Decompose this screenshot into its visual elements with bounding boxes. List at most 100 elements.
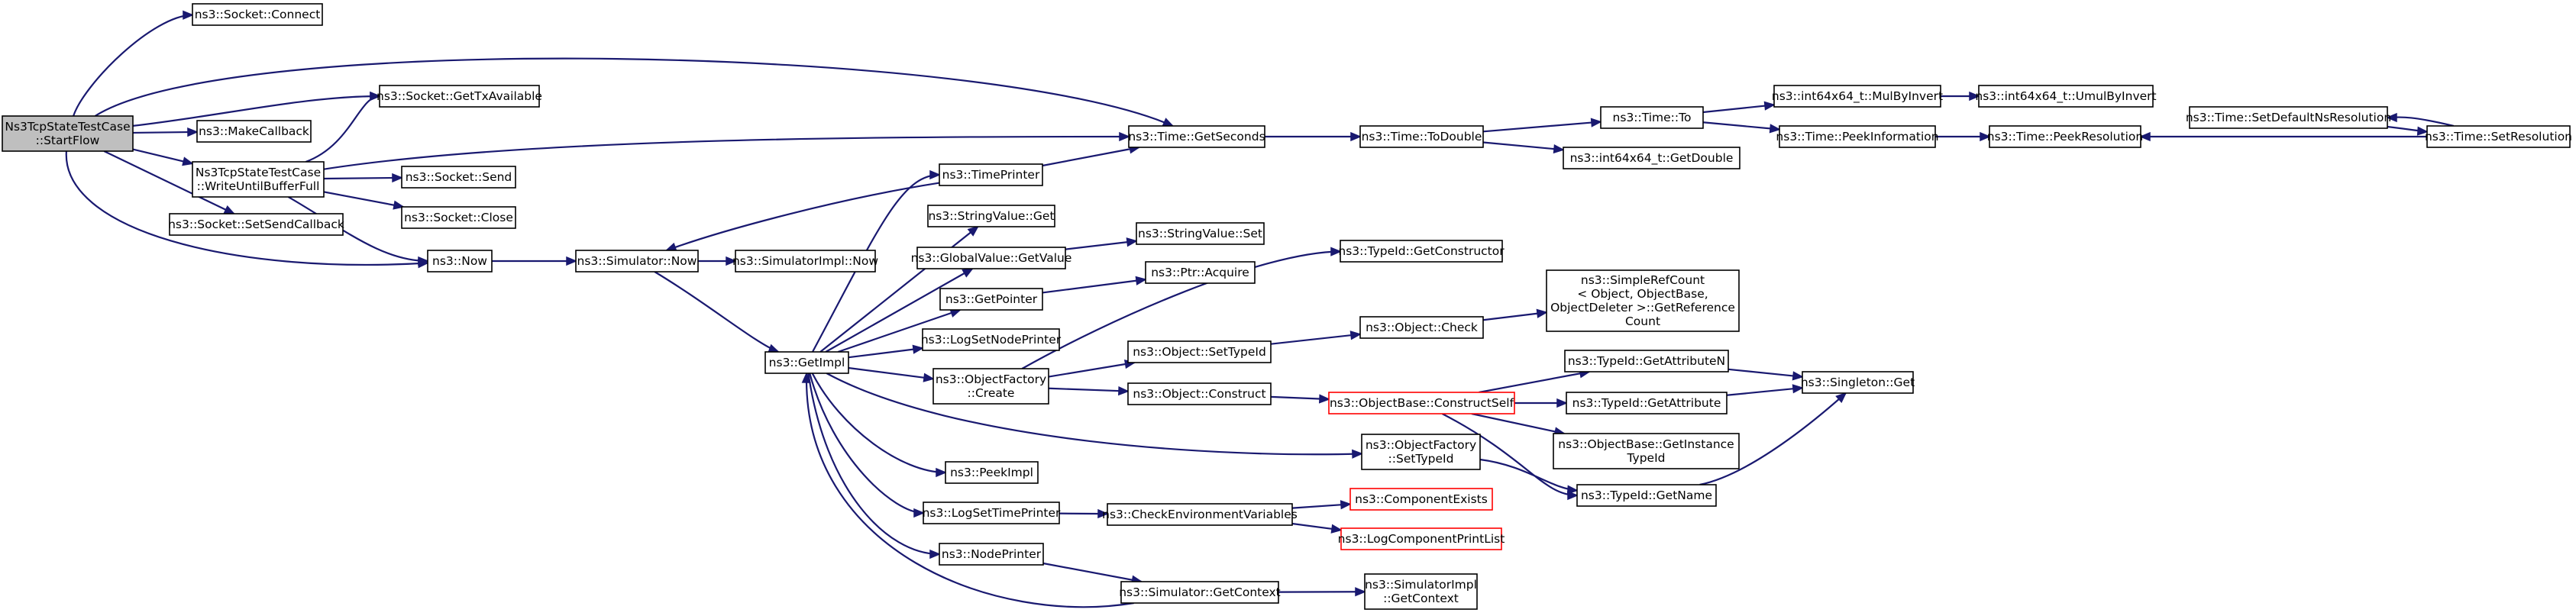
edge-writeuntil-to-time_getseconds — [323, 131, 1130, 170]
node-label: ns3::LogSetNodePrinter — [921, 333, 1062, 347]
node-timeprinter[interactable]: ns3::TimePrinter — [939, 163, 1043, 186]
node-objectfactory_create[interactable]: ns3::ObjectFactory::Create — [932, 368, 1049, 405]
node-socket_setsendcb[interactable]: ns3::Socket::SetSendCallback — [168, 213, 344, 236]
node-label: ns3::ObjectFactory — [936, 373, 1046, 386]
node-componentexists[interactable]: ns3::ComponentExists — [1349, 488, 1493, 511]
edge-objectfactory_create-to-typeid_getconstructor — [1021, 247, 1342, 369]
node-int64x64_mulbyinvert[interactable]: ns3::int64x64_t::MulByInvert — [1772, 85, 1943, 108]
node-label: ns3::Ptr::Acquire — [1151, 266, 1249, 279]
edge-object_construct-to-objectbase_constructself — [1270, 394, 1330, 404]
node-now[interactable]: ns3::Now — [427, 250, 493, 273]
edge-typeid_getattributen-to-singleton_get — [1728, 368, 1804, 381]
edge-getpointer-to-ptr_acquire — [1042, 276, 1147, 294]
node-label: ns3::SimpleRefCount — [1581, 273, 1705, 287]
node-label: ns3::CheckEnvironmentVariables — [1102, 508, 1298, 521]
node-makecallback[interactable]: ns3::MakeCallback — [196, 120, 312, 143]
edges-layer — [65, 10, 2455, 608]
node-label: ::WriteUntilBufferFull — [197, 179, 320, 193]
node-writeuntil[interactable]: Ns3TcpStateTestCase::WriteUntilBufferFul… — [192, 161, 325, 198]
node-int64x64_umulbyinvert[interactable]: ns3::int64x64_t::UmulByInvert — [1975, 85, 2157, 108]
node-label: ::SetTypeId — [1388, 452, 1454, 466]
node-socket_gettx[interactable]: ns3::Socket::GetTxAvailable — [377, 85, 542, 108]
edge-objectfactory_settypeid-to-typeid_getname — [1479, 458, 1579, 495]
node-label: ns3::int64x64_t::GetDouble — [1570, 151, 1734, 166]
node-simimpl_now[interactable]: ns3::SimulatorImpl::Now — [732, 250, 878, 273]
node-getpointer[interactable]: ns3::GetPointer — [939, 288, 1043, 311]
node-label: ns3::Object::Construct — [1133, 387, 1265, 401]
node-peekimpl[interactable]: ns3::PeekImpl — [945, 461, 1039, 484]
edge-writeuntil-to-now — [288, 196, 429, 266]
node-label: ns3::MakeCallback — [199, 124, 309, 138]
node-object_settypeid[interactable]: ns3::Object::SetTypeId — [1127, 340, 1272, 363]
node-sim_now[interactable]: ns3::Simulator::Now — [575, 250, 699, 273]
node-label: ns3::Time::GetSeconds — [1128, 130, 1265, 144]
node-logcomponentprintlist[interactable]: ns3::LogComponentPrintList — [1338, 527, 1505, 550]
edge-typeid_getname-to-singleton_get — [1699, 392, 1847, 486]
node-time_setresolution[interactable]: ns3::Time::SetResolution — [2425, 125, 2572, 148]
node-time_peekinformation[interactable]: ns3::Time::PeekInformation — [1776, 125, 1939, 148]
node-globalvalue_getvalue[interactable]: ns3::GlobalValue::GetValue — [911, 247, 1072, 269]
node-socket_connect[interactable]: ns3::Socket::Connect — [192, 3, 323, 26]
node-object_construct[interactable]: ns3::Object::Construct — [1127, 382, 1272, 405]
node-time_peekresolution[interactable]: ns3::Time::PeekResolution — [1987, 125, 2143, 148]
node-label: ns3::Simulator::Now — [577, 254, 697, 268]
node-time_to[interactable]: ns3::Time::To — [1600, 106, 1704, 129]
node-label: ns3::Simulator::GetContext — [1119, 585, 1281, 599]
node-typeid_getname[interactable]: ns3::TypeId::GetName — [1576, 484, 1717, 507]
node-label: ::StartFlow — [36, 134, 100, 147]
node-nodeprinter[interactable]: ns3::NodePrinter — [939, 543, 1044, 566]
node-int64x64_getdouble[interactable]: ns3::int64x64_t::GetDouble — [1563, 147, 1740, 169]
edge-objectfactory_create-to-object_settypeid — [1048, 360, 1136, 378]
node-typeid_getattribute[interactable]: ns3::TypeId::GetAttribute — [1566, 392, 1728, 414]
node-typeid_getconstructor[interactable]: ns3::TypeId::GetConstructor — [1338, 240, 1505, 263]
node-logsetnodeprinter[interactable]: ns3::LogSetNodePrinter — [921, 328, 1062, 351]
node-label: ns3::GlobalValue::GetValue — [911, 251, 1072, 265]
node-stringvalue_set[interactable]: ns3::StringValue::Set — [1136, 222, 1265, 245]
edge-nodeprinter-to-sim_getcontext — [1042, 562, 1143, 585]
node-label: ns3::TypeId::GetAttribute — [1572, 396, 1721, 410]
node-label: ns3::ComponentExists — [1355, 492, 1488, 506]
node-singleton_get[interactable]: ns3::Singleton::Get — [1801, 371, 1915, 394]
nodes-layer: Ns3TcpStateTestCase::StartFlowns3::Socke… — [2, 3, 2572, 610]
node-socket_close[interactable]: ns3::Socket::Close — [401, 206, 516, 229]
edge-getimpl-to-objectfactory_create — [848, 366, 935, 382]
node-label: ns3::StringValue::Set — [1138, 227, 1262, 240]
node-object_check[interactable]: ns3::Object::Check — [1359, 316, 1484, 339]
node-simimpl_getcontext[interactable]: ns3::SimulatorImpl::GetContext — [1364, 573, 1478, 610]
node-simplerefcount[interactable]: ns3::SimpleRefCount< Object, ObjectBase,… — [1546, 269, 1740, 332]
node-ptr_acquire[interactable]: ns3::Ptr::Acquire — [1145, 261, 1256, 284]
node-sim_getcontext[interactable]: ns3::Simulator::GetContext — [1119, 581, 1281, 604]
node-checkenv[interactable]: ns3::CheckEnvironmentVariables — [1102, 503, 1298, 526]
node-label: ns3::Object::Check — [1366, 321, 1478, 334]
node-label: ns3::Time::SetDefaultNsResolution — [2186, 111, 2391, 124]
node-label: ns3::TimePrinter — [942, 168, 1040, 182]
node-label: ns3::Socket::Close — [404, 211, 513, 224]
node-label: ns3::Socket::SetSendCallback — [168, 218, 344, 231]
node-label: ns3::LogSetTimePrinter — [923, 506, 1061, 520]
node-time_getseconds[interactable]: ns3::Time::GetSeconds — [1128, 125, 1265, 148]
edge-int64x64_mulbyinvert-to-int64x64_umulbyinvert — [1941, 91, 1980, 102]
node-typeid_getattributen[interactable]: ns3::TypeId::GetAttributeN — [1564, 350, 1729, 373]
edge-time_getseconds-to-time_todouble — [1265, 131, 1362, 142]
node-label: ns3::GetPointer — [945, 292, 1038, 306]
edge-time_peekinformation-to-time_peekresolution — [1935, 131, 1991, 142]
node-label: ns3::Socket::GetTxAvailable — [377, 89, 542, 103]
edge-typeid_getattribute-to-singleton_get — [1726, 384, 1804, 396]
node-getimpl[interactable]: ns3::GetImpl — [764, 351, 849, 374]
node-socket_send[interactable]: ns3::Socket::Send — [401, 166, 516, 189]
edge-checkenv-to-logcomponentprintlist — [1291, 522, 1343, 534]
node-stringvalue_get[interactable]: ns3::StringValue::Get — [927, 205, 1055, 227]
edge-getimpl-to-objectfactory_settypeid — [826, 373, 1363, 459]
node-startflow[interactable]: Ns3TcpStateTestCase::StartFlow — [2, 115, 134, 152]
node-time_setdefaultnsresolution[interactable]: ns3::Time::SetDefaultNsResolution — [2186, 106, 2391, 129]
node-time_todouble[interactable]: ns3::Time::ToDouble — [1359, 125, 1484, 148]
node-objectfactory_settypeid[interactable]: ns3::ObjectFactory::SetTypeId — [1361, 434, 1481, 470]
node-objectbase_constructself[interactable]: ns3::ObjectBase::ConstructSelf — [1328, 392, 1515, 414]
edge-getimpl-to-nodeprinter — [807, 373, 941, 560]
node-logsettimeprinter[interactable]: ns3::LogSetTimePrinter — [923, 502, 1061, 524]
edge-time_setresolution-to-time_peekresolution — [2139, 131, 2427, 142]
edge-writeuntil-to-socket_close — [323, 191, 405, 210]
node-label: < Object, ObjectBase, — [1577, 287, 1708, 301]
